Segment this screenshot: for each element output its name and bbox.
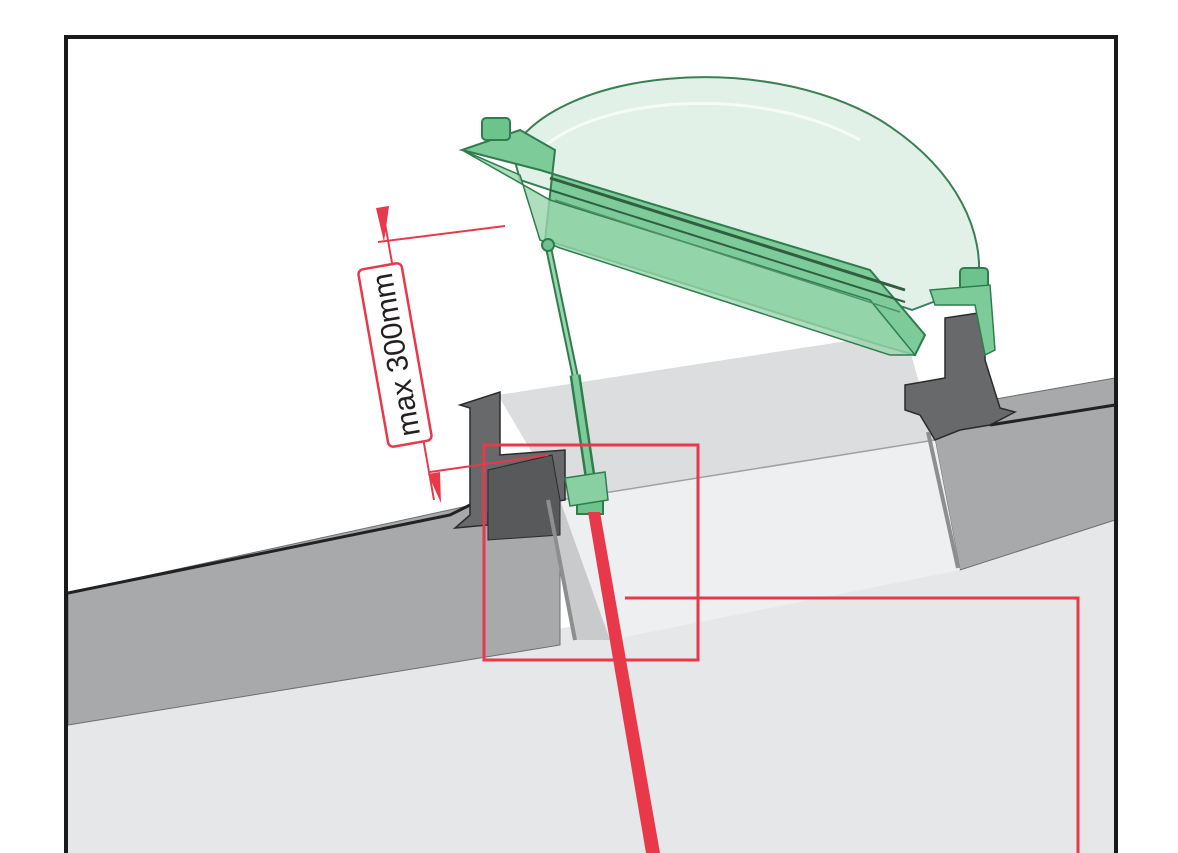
support-arm-upper-core [546,244,577,376]
actuator-rod [588,512,660,853]
dome-rail-3 [554,199,901,313]
upstand-left-front [487,454,561,541]
detail-callout-box [482,443,700,662]
dome-rail-2 [549,189,906,303]
arm-base-plate [564,471,609,507]
fixing-screw-right [926,431,960,569]
frame-border [64,35,1118,853]
dim-extension-top [377,225,506,243]
dome-corner-left [481,117,511,141]
dim-arrow-top [376,206,389,242]
dome-right-clip [928,284,996,357]
dim-arrow-bottom [428,472,441,503]
ceiling-lining [68,520,1115,853]
shaft-edge-line [559,439,936,501]
detail-leader-line [625,596,1080,853]
light-shaft-back [498,332,935,500]
arm-pivot-top [541,238,555,252]
light-shaft-wall [545,500,610,640]
dome-highlight [538,101,861,152]
light-shaft-floor [560,440,960,640]
dome-rail-1 [549,176,906,292]
dim-extension-bottom [429,454,549,473]
dimension-label-box: max 300mm [357,262,433,448]
fixing-screw-left [546,499,577,641]
upstand-right [904,311,1018,441]
roof-membrane-left [67,503,471,595]
dome-bubble [510,76,981,312]
roof-membrane-right [989,403,1116,427]
